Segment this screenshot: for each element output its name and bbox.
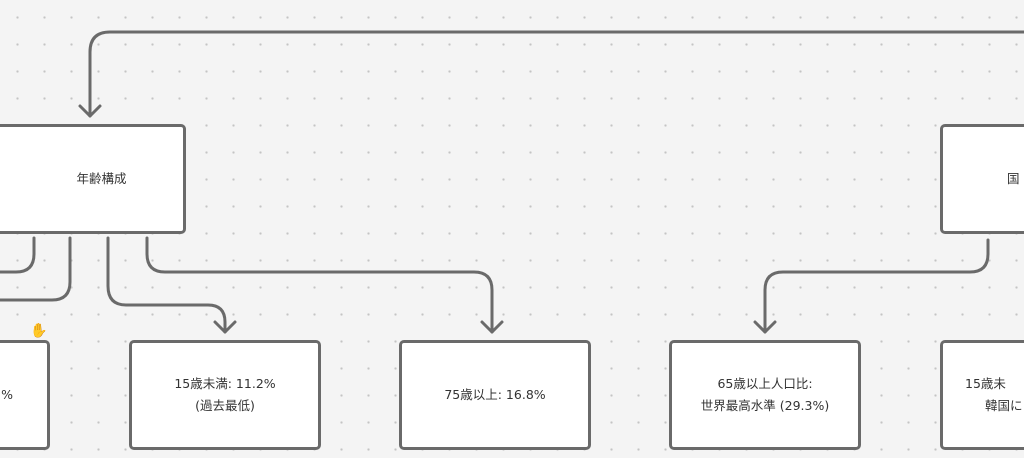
connector-left-2 — [0, 236, 72, 302]
arrowhead — [78, 104, 102, 118]
arrowhead — [753, 320, 777, 334]
node-over65[interactable]: 65歳以上人口比: 世界最高水準 (29.3%) — [669, 340, 861, 450]
node-label-line1: 75歳以上: 16.8% — [444, 387, 546, 402]
connector-over75 — [145, 236, 494, 334]
arrowhead — [480, 320, 504, 334]
hand-cursor-icon: ✋ — [30, 323, 48, 339]
connector-left-1 — [0, 236, 36, 274]
node-label: 国 — [1007, 171, 1020, 186]
node-label-line1: 15歳未 — [965, 376, 1006, 391]
node-label-line2: (過去最低) — [195, 398, 255, 413]
node-label-line2: 韓国に — [985, 398, 1023, 413]
node-label: % — [1, 387, 13, 402]
node-under15-compare[interactable]: 15歳未 韓国に — [940, 340, 1024, 450]
connector-over65 — [763, 238, 990, 334]
arrowhead — [213, 320, 237, 334]
node-label-line1: 15歳未満: 11.2% — [174, 376, 276, 391]
connector-top-loop — [88, 30, 1024, 118]
node-international[interactable]: 国 — [940, 124, 1024, 234]
node-label-line1: 65歳以上人口比: — [717, 376, 813, 391]
node-label: 年齢構成 — [76, 171, 127, 186]
connector-under15 — [106, 236, 227, 334]
node-label-line2: 世界最高水準 (29.3%) — [700, 398, 830, 413]
node-age-structure[interactable]: 年齢構成 — [0, 124, 186, 234]
node-under15[interactable]: 15歳未満: 11.2% (過去最低) — [129, 340, 321, 450]
node-left-partial[interactable]: % — [0, 340, 50, 450]
node-over75[interactable]: 75歳以上: 16.8% — [399, 340, 591, 450]
